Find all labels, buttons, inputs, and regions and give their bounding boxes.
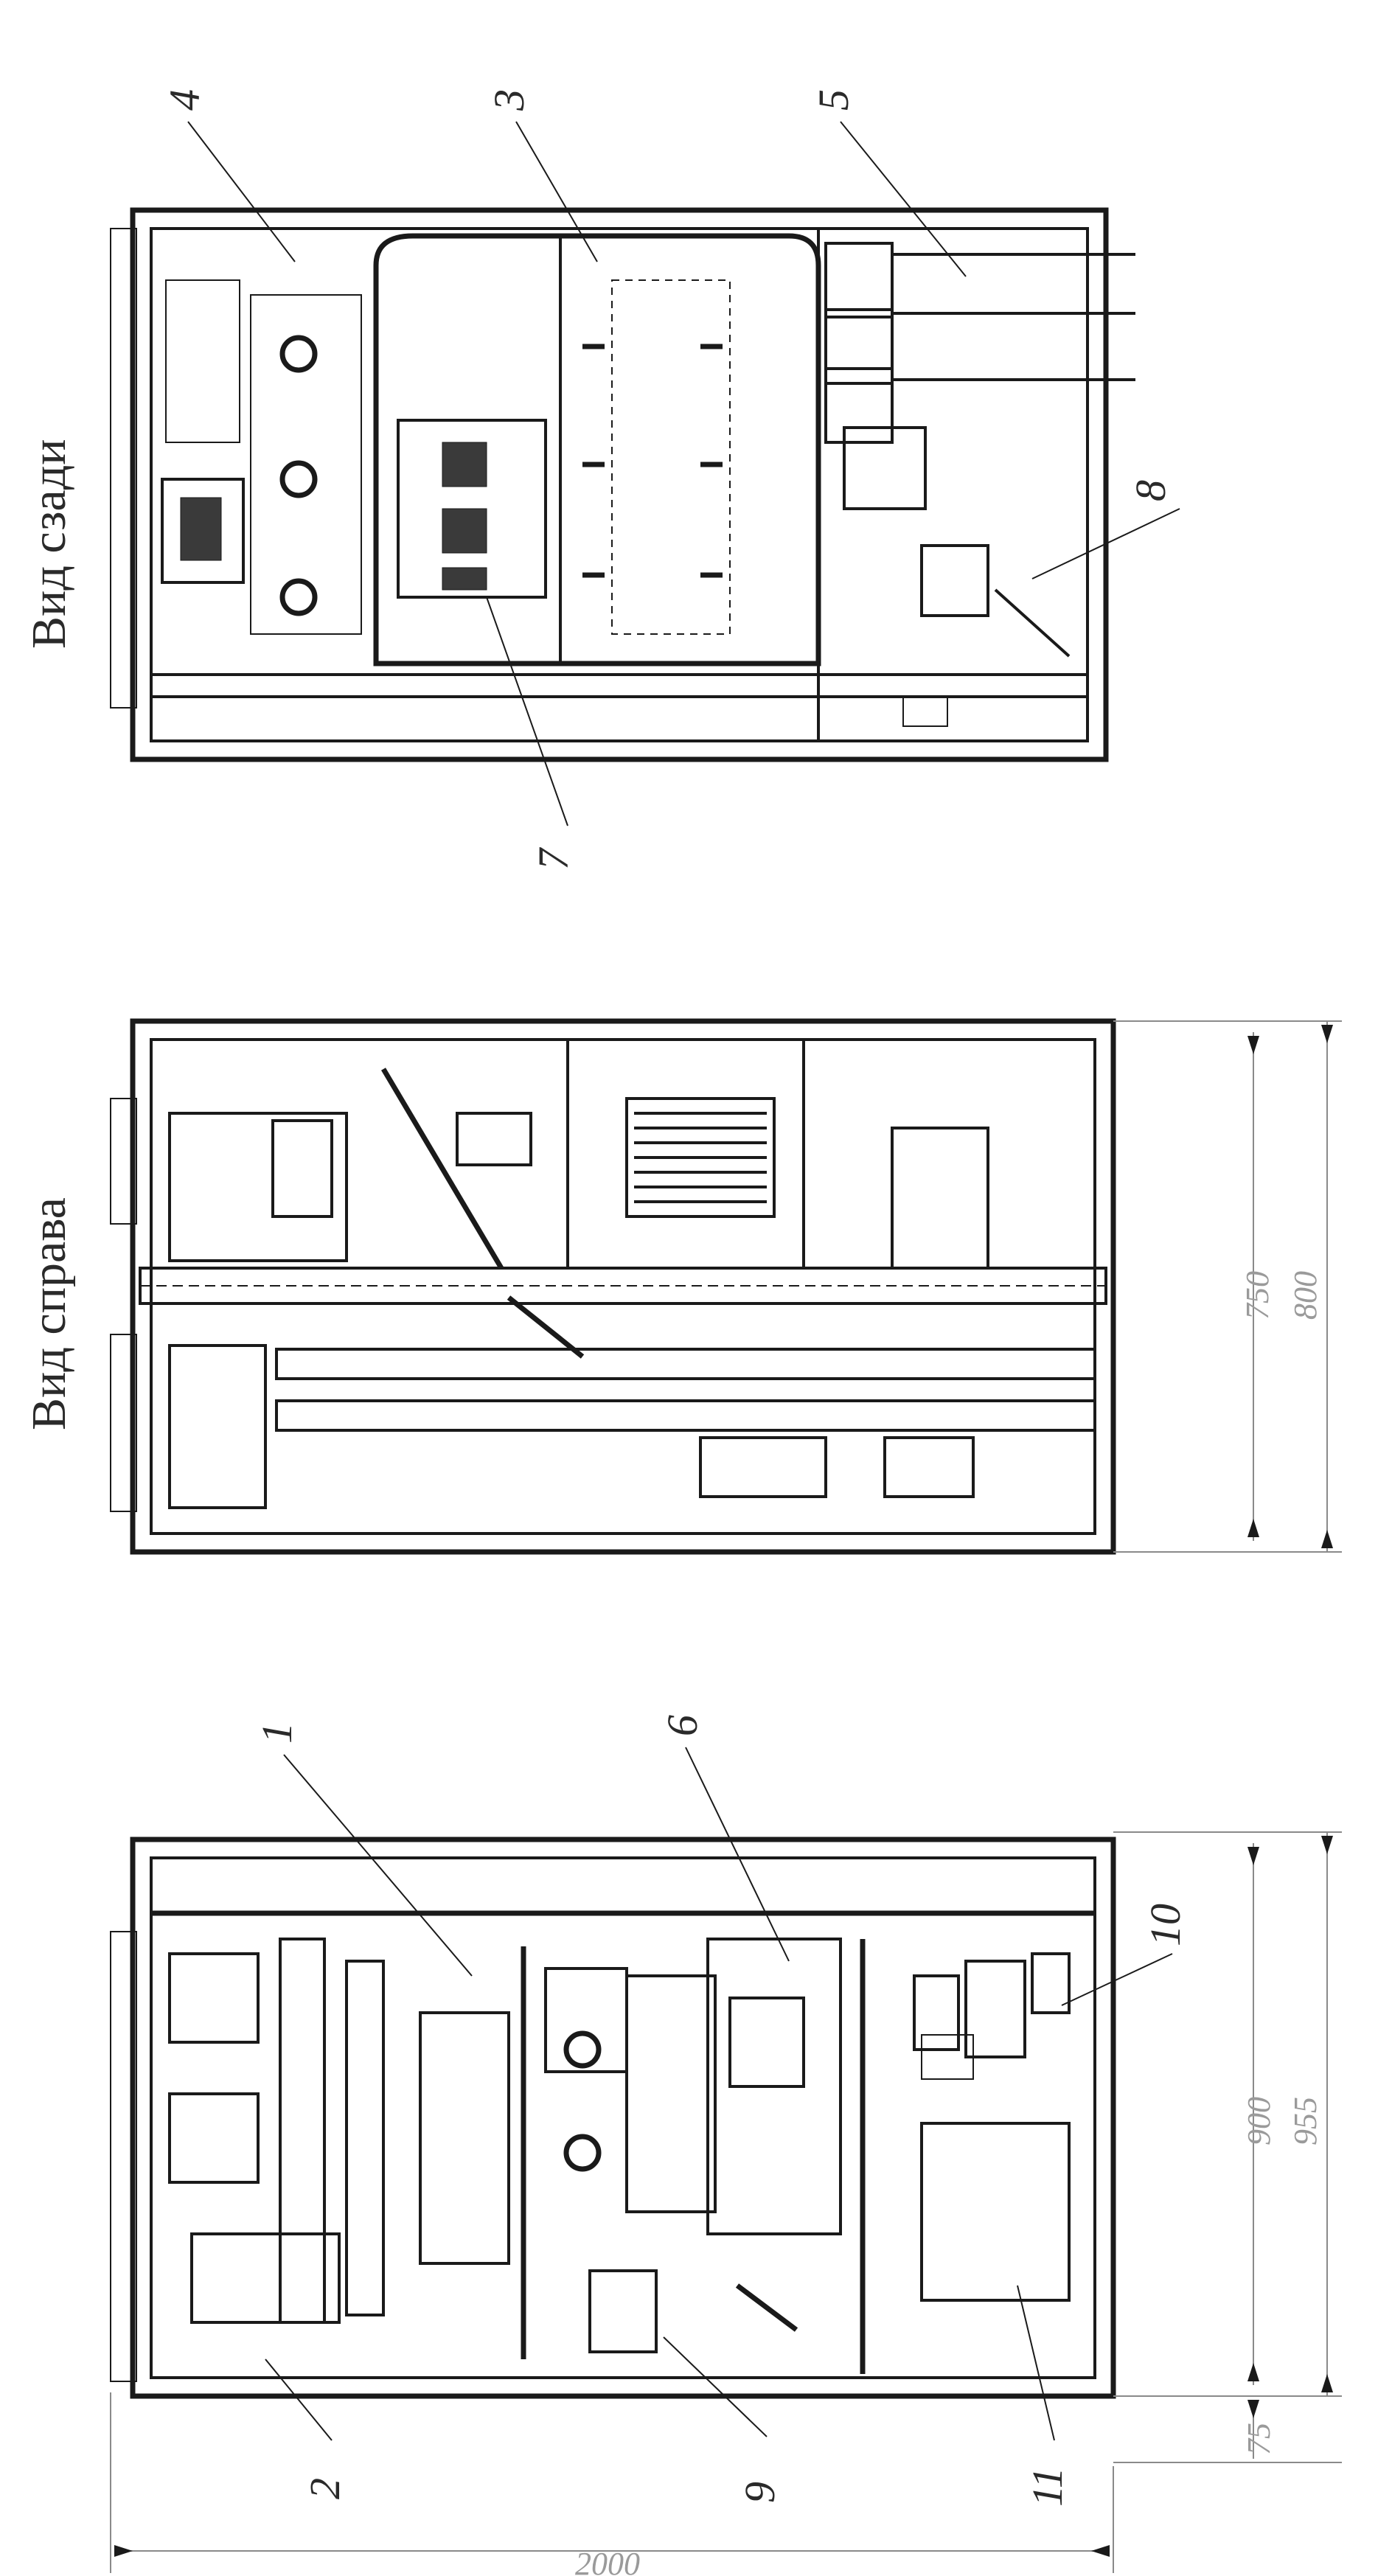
callout-8: 8 bbox=[1127, 480, 1174, 501]
rear-view: Вид сзади bbox=[22, 207, 1135, 762]
rear-contactor-group bbox=[397, 419, 547, 599]
front-frame bbox=[130, 1837, 1116, 2399]
callout-1: 1 bbox=[253, 1722, 301, 1744]
rear-frame-inner bbox=[150, 227, 1089, 742]
right-frame bbox=[130, 1018, 1116, 1555]
dim-955: 955 bbox=[1287, 2097, 1323, 2145]
rear-switch bbox=[843, 426, 927, 510]
right-lower-block bbox=[699, 1436, 827, 1498]
rear-capacitor-2 bbox=[279, 460, 318, 498]
front-busbar bbox=[279, 1938, 326, 2324]
rear-meter bbox=[920, 544, 989, 617]
dim-75: 75 bbox=[1241, 2423, 1277, 2455]
front-breaker-3 bbox=[190, 2232, 341, 2324]
right-relay bbox=[456, 1112, 532, 1166]
rear-output-1 bbox=[824, 242, 894, 318]
rear-connector bbox=[902, 696, 948, 727]
front-choke bbox=[544, 1967, 628, 2073]
callout-4: 4 bbox=[161, 89, 209, 111]
right-disconnector bbox=[891, 1127, 989, 1270]
right-busbar-1 bbox=[275, 1348, 1096, 1380]
front-power-supply bbox=[920, 2122, 1071, 2302]
front-breaker-2 bbox=[168, 2092, 260, 2184]
dim-800: 800 bbox=[1287, 1271, 1323, 1320]
right-view-title: Вид справа bbox=[22, 1197, 76, 1430]
dim-overall: 2000 bbox=[575, 2546, 640, 2576]
rear-terminal-block bbox=[165, 279, 240, 443]
rear-capacitor-1 bbox=[279, 335, 318, 373]
right-panel-block bbox=[168, 1112, 348, 1262]
right-heatsink-fins bbox=[634, 1112, 767, 1203]
callout-2: 2 bbox=[301, 2478, 349, 2499]
rear-view-title: Вид сзади bbox=[22, 439, 76, 649]
front-callouts: 1 6 10 2 9 11 bbox=[253, 1715, 1189, 2507]
right-lower-module bbox=[168, 1344, 267, 1509]
front-fuse-2 bbox=[964, 1960, 1026, 2058]
front-meter bbox=[588, 2269, 658, 2353]
rear-capacitor-board bbox=[250, 294, 362, 635]
right-view: Вид справа bbox=[22, 1018, 1116, 1555]
callout-3: 3 bbox=[485, 89, 533, 111]
dim-750: 750 bbox=[1239, 1271, 1276, 1320]
front-frame-inner bbox=[150, 1856, 1096, 2379]
front-door-plate bbox=[110, 1931, 137, 2382]
rear-frame bbox=[130, 207, 1109, 762]
right-dimensions: 750 800 bbox=[1113, 1020, 1342, 1553]
front-contactor bbox=[419, 2011, 510, 2265]
rear-output-3 bbox=[824, 367, 894, 444]
arrow-down bbox=[1247, 1519, 1259, 1537]
rear-transformer bbox=[161, 478, 245, 584]
front-fuse-1 bbox=[913, 1974, 960, 2051]
right-handle-top bbox=[110, 1098, 137, 1225]
rear-output-2 bbox=[824, 308, 894, 385]
front-dimensions: 900 955 75 2000 bbox=[110, 1831, 1342, 2576]
rear-capacitor-3 bbox=[279, 578, 318, 616]
front-view bbox=[110, 1837, 1116, 2399]
callout-11: 11 bbox=[1023, 2467, 1071, 2507]
arrow-up bbox=[1247, 1036, 1259, 1054]
callout-5: 5 bbox=[810, 89, 857, 111]
callout-9: 9 bbox=[736, 2482, 784, 2503]
front-breaker-1 bbox=[168, 1952, 260, 2044]
dim-900: 900 bbox=[1241, 2097, 1277, 2145]
rear-callouts: 4 3 5 8 7 bbox=[161, 89, 1180, 870]
right-handle-bottom bbox=[110, 1334, 137, 1512]
right-heatsink bbox=[625, 1097, 776, 1218]
right-busbar-2 bbox=[275, 1399, 1096, 1432]
callout-10: 10 bbox=[1141, 1904, 1189, 1946]
callout-6: 6 bbox=[658, 1715, 706, 1736]
front-transformer bbox=[625, 1974, 717, 2213]
rear-door-plate bbox=[110, 228, 137, 709]
right-frame-inner bbox=[150, 1038, 1096, 1535]
front-drive-unit bbox=[706, 1938, 842, 2235]
callout-7: 7 bbox=[529, 847, 577, 870]
